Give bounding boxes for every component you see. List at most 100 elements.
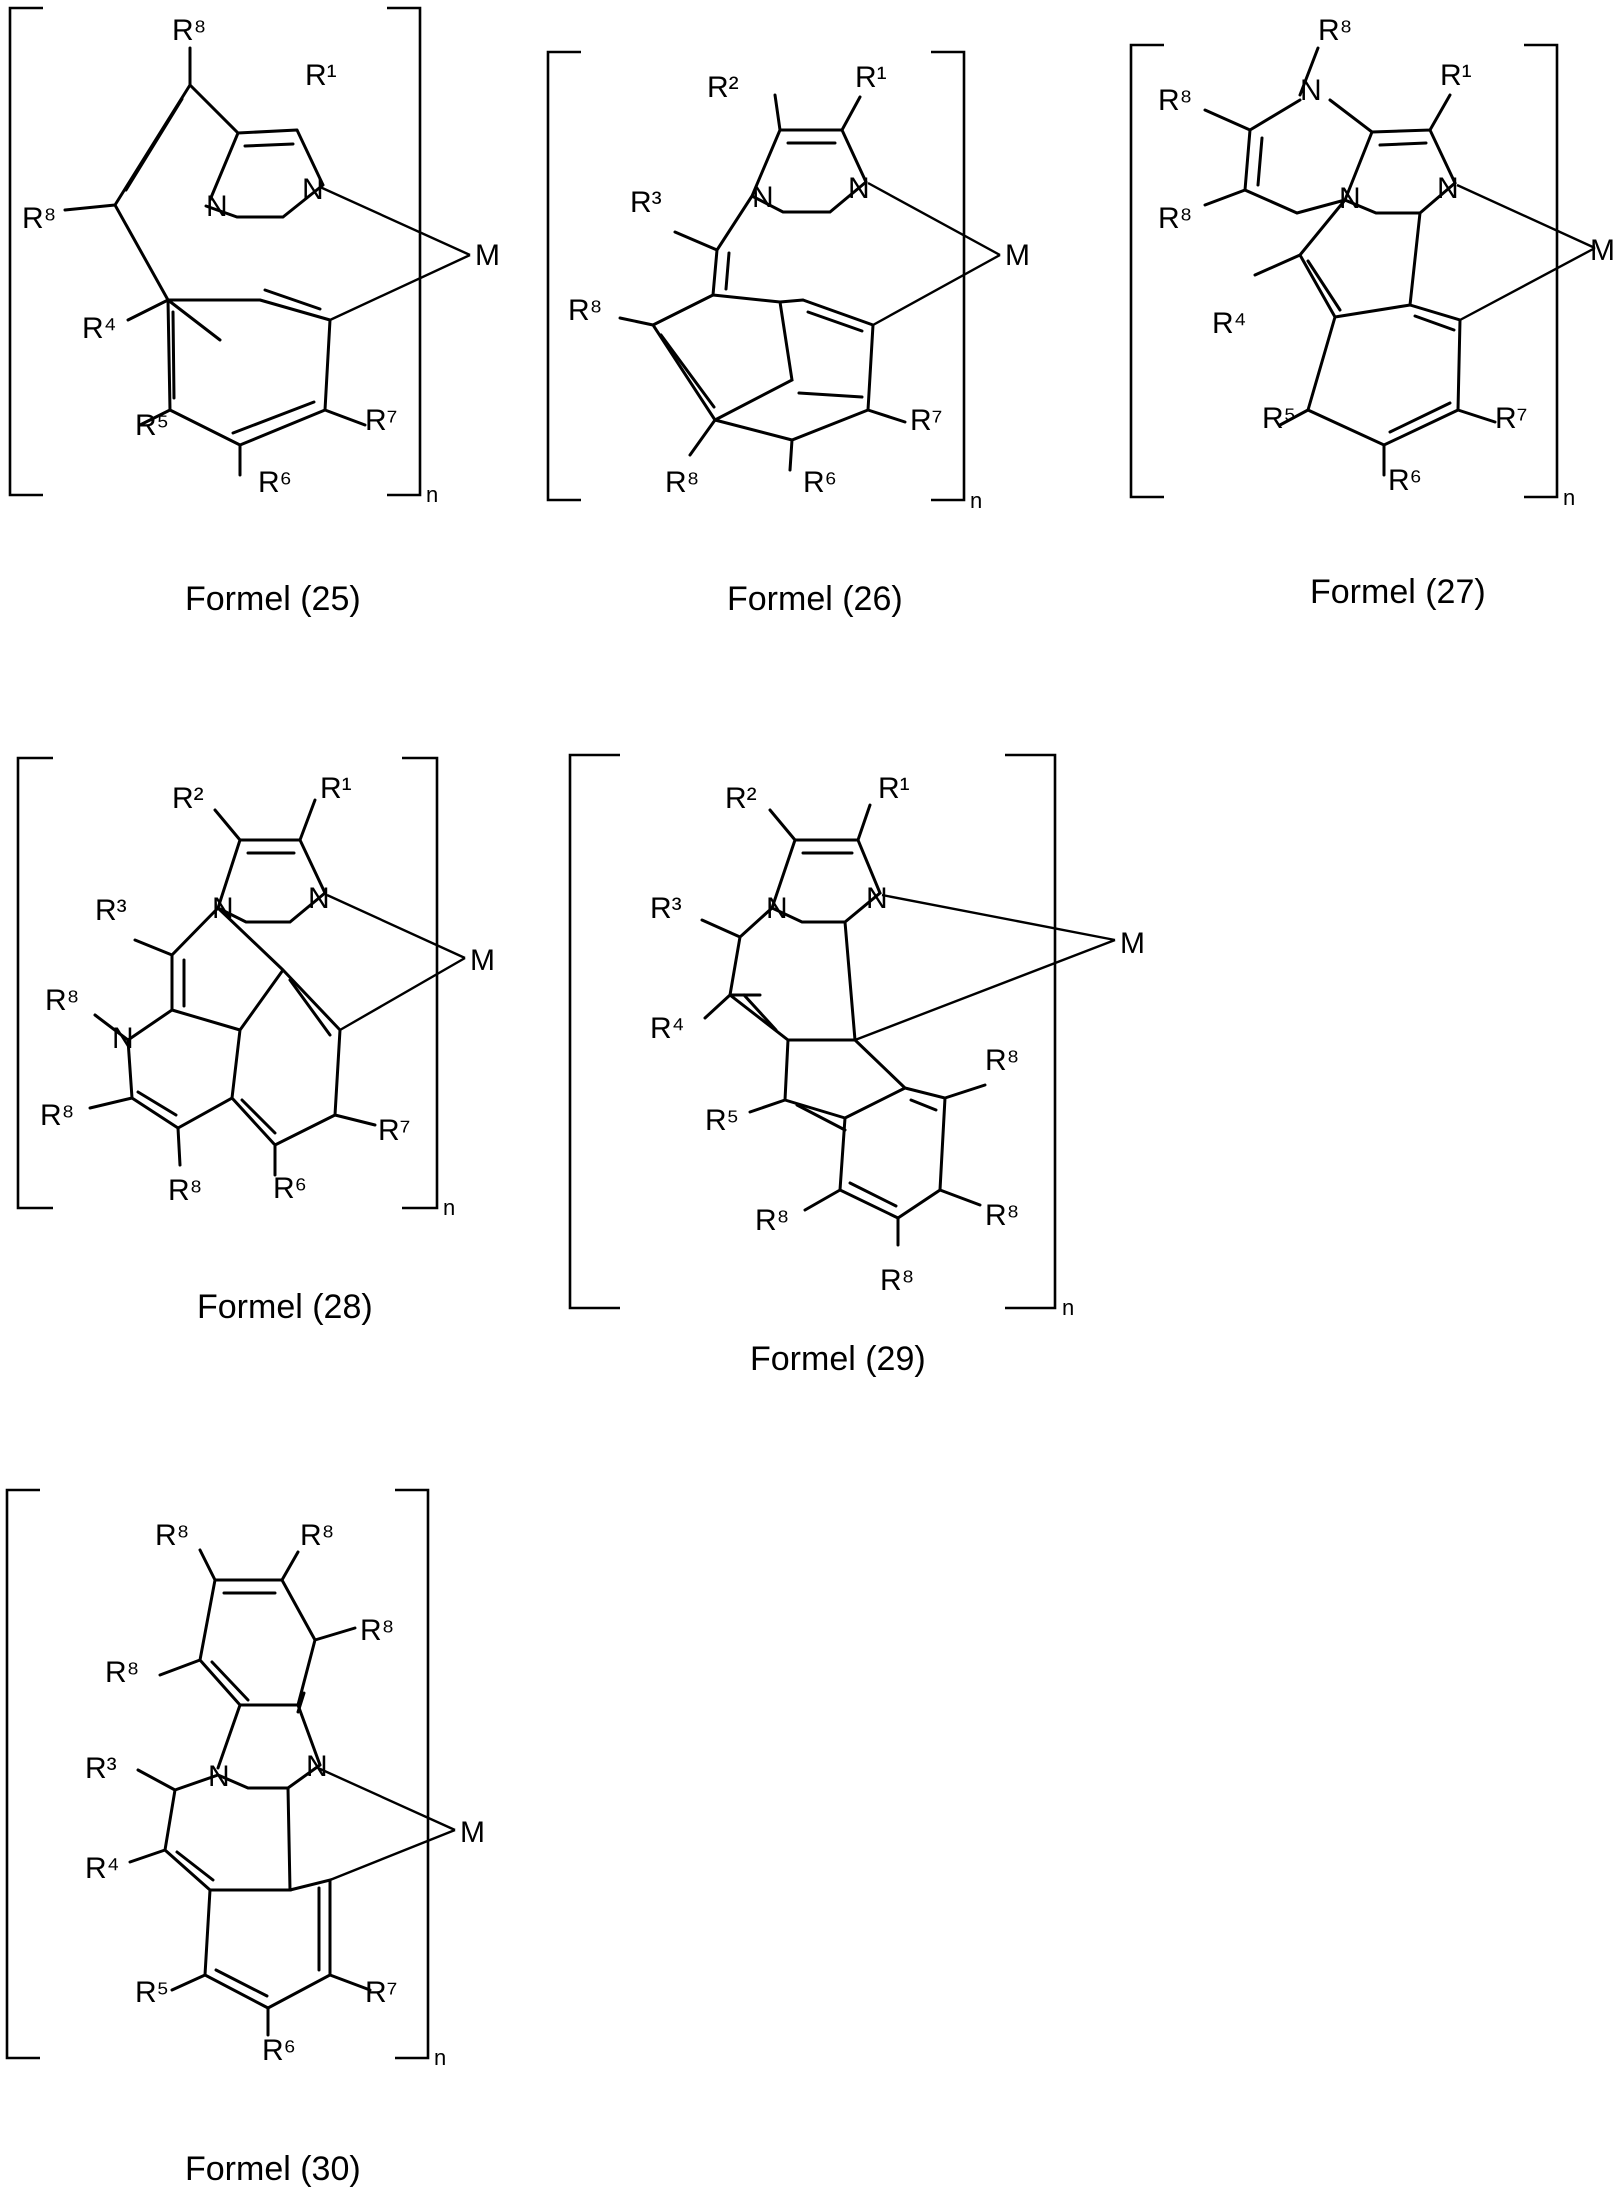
substituent-label: R⁵ — [135, 1976, 169, 2009]
atom-N-a: N — [766, 892, 788, 925]
ring-bonds — [90, 800, 375, 1175]
substituent-label: R⁸ — [665, 466, 699, 499]
atom-N-a: N — [1339, 182, 1361, 215]
formula-29: n N N M R² R¹ R³ R⁴ R⁵ R⁸ R⁸ R⁸ R⁸ Forme… — [570, 755, 1145, 1378]
substituent-label: R⁸ — [155, 1519, 189, 1552]
coordination-bonds — [868, 183, 1000, 325]
substituent-label: R⁶ — [803, 466, 837, 499]
substituent-label: R³ — [650, 892, 682, 925]
substituent-label: R² — [707, 71, 739, 104]
coordination-bonds — [1457, 185, 1595, 320]
substituent-label: R⁸ — [755, 1204, 789, 1237]
ring-bonds — [130, 1550, 370, 2035]
atom-N-b: N — [1437, 172, 1459, 205]
coordination-bonds — [855, 895, 1115, 1040]
atom-N-b: N — [848, 172, 870, 205]
substituent-label: R¹ — [305, 59, 337, 92]
substituent-label: R⁷ — [365, 1976, 398, 2009]
metal-label: M — [460, 1816, 485, 1849]
atom-N-ring: N — [1300, 74, 1322, 107]
formula-26: n N N M R² R¹ R³ R⁸ R⁸ R⁶ R⁷ Formel (26) — [548, 52, 1030, 618]
bracket-left — [18, 758, 53, 1208]
coordination-bonds — [327, 895, 465, 1030]
substituent-label: R⁸ — [45, 984, 79, 1017]
formula-caption: Formel (27) — [1310, 573, 1486, 611]
substituent-label: R⁴ — [85, 1852, 120, 1885]
bracket-right — [395, 1490, 428, 2058]
formula-27: n N N N M R⁸ R¹ R⁸ R⁸ R⁴ R⁵ R⁶ R⁷ Formel… — [1131, 14, 1615, 611]
substituent-label: R² — [172, 782, 204, 815]
substituent-label: R⁸ — [22, 202, 56, 235]
bracket-left — [10, 8, 43, 495]
substituent-label: R⁸ — [985, 1199, 1019, 1232]
ring-bonds — [65, 48, 365, 475]
subscript-n: n — [426, 482, 438, 507]
atom-N-b: N — [308, 882, 330, 915]
substituent-label: R⁵ — [135, 409, 169, 442]
formula-28: n N N N M R² R¹ R³ R⁸ R⁸ R⁸ R⁶ R⁷ Formel… — [18, 758, 495, 1326]
bracket-left — [548, 52, 581, 500]
double-bonds — [126, 99, 320, 433]
substituent-label: R¹ — [855, 61, 887, 94]
formula-caption: Formel (29) — [750, 1340, 926, 1378]
formula-30: n N N M R⁸ R⁸ R⁸ R⁸ R³ R⁴ R⁵ R⁶ R⁷ Forme… — [7, 1490, 485, 2188]
substituent-label: R⁸ — [568, 294, 602, 327]
substituent-label: R⁵ — [1262, 402, 1296, 435]
substituent-label: R¹ — [1440, 59, 1472, 92]
coordination-bonds — [320, 187, 470, 320]
substituent-label: R⁸ — [40, 1099, 74, 1132]
coordination-bonds — [318, 1768, 455, 1880]
substituent-label: R⁴ — [82, 312, 117, 345]
atom-N-a: N — [212, 892, 234, 925]
atom-N-a: N — [208, 1760, 230, 1793]
substituent-label: R⁷ — [365, 404, 398, 437]
substituent-label: R⁸ — [168, 1174, 202, 1207]
bracket-left — [570, 755, 620, 1308]
substituent-label: R⁷ — [910, 404, 943, 437]
substituent-label: R⁸ — [985, 1044, 1019, 1077]
substituent-label: R⁴ — [1212, 307, 1247, 340]
substituent-label: R⁸ — [1158, 84, 1192, 117]
metal-label: M — [1590, 234, 1615, 267]
substituent-label: R³ — [630, 186, 662, 219]
metal-label: M — [1005, 239, 1030, 272]
ring-bonds — [620, 95, 905, 470]
ring-bonds — [1205, 48, 1495, 475]
subscript-n: n — [970, 488, 982, 513]
substituent-label: R¹ — [878, 772, 910, 805]
formula-caption: Formel (30) — [185, 2150, 361, 2188]
substituent-label: R¹ — [320, 772, 352, 805]
substituent-label: R⁸ — [1318, 14, 1352, 47]
substituent-label: R³ — [85, 1752, 117, 1785]
subscript-n: n — [434, 2045, 446, 2070]
atom-N-b: N — [306, 1750, 328, 1783]
substituent-label: R⁷ — [378, 1114, 411, 1147]
substituent-label: R⁶ — [262, 2034, 296, 2067]
atom-N-a: N — [752, 181, 774, 214]
subscript-n: n — [443, 1195, 455, 1220]
metal-label: M — [475, 239, 500, 272]
substituent-label: R³ — [95, 894, 127, 927]
substituent-label: R⁶ — [273, 1172, 307, 1205]
subscript-n: n — [1563, 485, 1575, 510]
substituent-label: R² — [725, 782, 757, 815]
bracket-left — [7, 1490, 40, 2058]
substituent-label: R⁶ — [1388, 464, 1422, 497]
formula-25: n N N M R⁸ R¹ R⁸ R⁴ R⁵ R⁶ R⁷ Formel (25) — [10, 8, 500, 618]
substituent-label: R⁸ — [172, 14, 206, 47]
double-bonds — [177, 1593, 319, 1996]
atom-N-b: N — [866, 882, 888, 915]
substituent-label: R⁸ — [880, 1264, 914, 1297]
substituent-label: R⁸ — [300, 1519, 334, 1552]
atom-N-a: N — [206, 190, 228, 223]
metal-label: M — [1120, 927, 1145, 960]
substituent-label: R⁷ — [1495, 402, 1528, 435]
substituent-label: R⁸ — [105, 1656, 139, 1689]
atom-N-b: N — [302, 173, 324, 206]
formula-caption: Formel (28) — [197, 1288, 373, 1326]
substituent-label: R⁵ — [705, 1104, 739, 1137]
substituent-label: R⁸ — [1158, 202, 1192, 235]
substituent-label: R⁸ — [360, 1614, 394, 1647]
atom-N-ring: N — [112, 1022, 134, 1055]
